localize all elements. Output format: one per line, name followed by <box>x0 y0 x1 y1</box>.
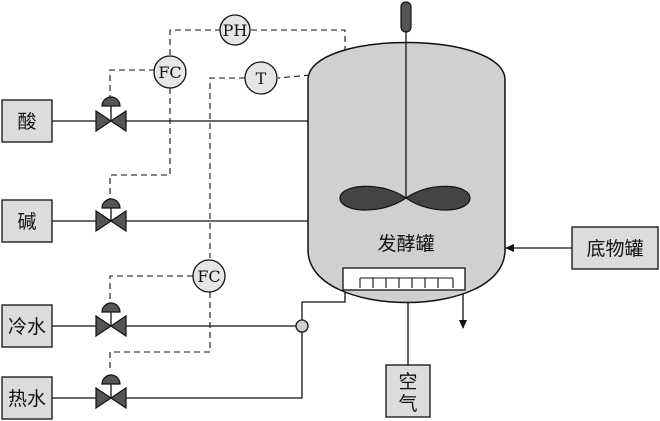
ph-instrument-label: PH <box>223 21 248 40</box>
temperature-instrument <box>244 61 278 95</box>
fermenter-label: 发酵罐 <box>377 233 434 255</box>
signal-lines <box>109 29 346 372</box>
base-valve <box>95 198 127 233</box>
input-boxes: 酸 碱 冷水 热水 底物罐 空 气 <box>1 99 659 420</box>
sparger-nozzles <box>359 277 454 288</box>
acid-valve <box>95 96 127 133</box>
base-box <box>1 199 53 243</box>
air-label-top: 空 <box>398 371 417 393</box>
t-signal-line-tank <box>277 74 311 79</box>
substrate-tank-label: 底物罐 <box>586 238 643 260</box>
cold-water-box <box>1 304 53 348</box>
junction-node <box>295 319 309 333</box>
fc-to-acid-valve-line <box>109 69 155 98</box>
flow-controller-bottom <box>192 259 226 293</box>
flow-controller-top-label: FC <box>158 63 181 82</box>
fc-to-hot-water-valve-line <box>109 292 211 372</box>
flow-controller-bottom-label: FC <box>197 267 220 286</box>
hot-water-pipe-to-junction <box>126 332 303 399</box>
cold-water-label: 冷水 <box>8 316 46 338</box>
substrate-tank-box <box>571 226 659 270</box>
agitator-motor <box>400 1 412 33</box>
control-valves <box>95 96 127 410</box>
pipes <box>52 120 572 399</box>
air-sparger <box>342 267 466 291</box>
fermenter-tank: 发酵罐 <box>307 1 506 304</box>
acid-box <box>1 99 53 143</box>
ph-signal-line-fc <box>169 29 221 56</box>
ph-instrument <box>219 14 251 46</box>
fc-to-cold-water-valve-line <box>109 275 193 302</box>
instruments: PH FC T FC <box>153 14 278 293</box>
temperature-instrument-label: T <box>256 69 267 88</box>
air-label-bottom: 气 <box>398 393 417 415</box>
acid-label: 酸 <box>17 111 36 133</box>
impeller-blade-left <box>339 185 408 211</box>
t-signal-line-down <box>209 77 245 258</box>
fc-to-base-valve-line <box>109 88 171 200</box>
impeller-blade-right <box>404 185 471 211</box>
hot-water-label: 热水 <box>8 388 46 410</box>
hot-water-box <box>1 376 53 420</box>
cold-water-valve <box>95 302 127 338</box>
jacket-feed-pipe <box>301 290 346 320</box>
base-label: 碱 <box>17 211 36 233</box>
hot-water-valve <box>95 374 127 410</box>
air-box <box>385 364 431 418</box>
ph-signal-line-tank <box>250 29 346 52</box>
flow-controller-top <box>153 55 187 89</box>
